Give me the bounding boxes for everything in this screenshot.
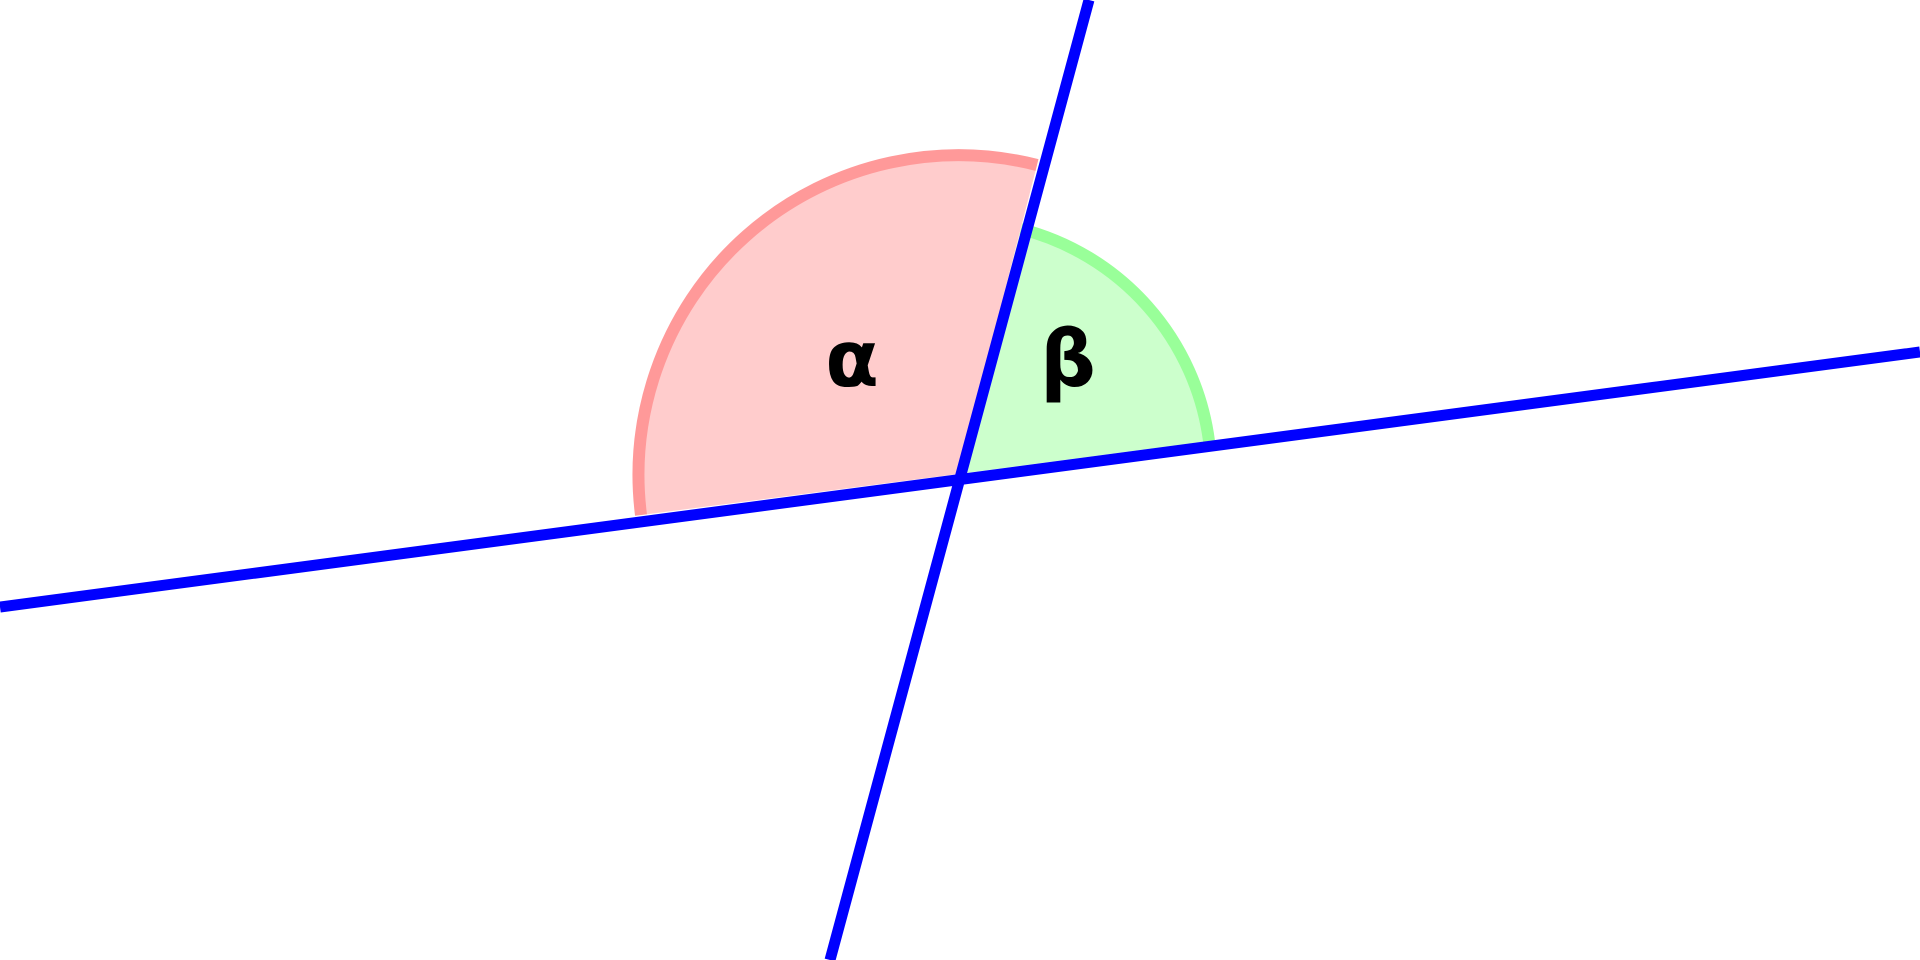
beta-label: β [1040,315,1096,405]
beta-arc [1019,223,1215,442]
alpha-label: α [825,315,879,405]
alpha-arc [632,149,1039,516]
line-steep [824,0,1095,960]
beta-sector [958,229,1209,474]
